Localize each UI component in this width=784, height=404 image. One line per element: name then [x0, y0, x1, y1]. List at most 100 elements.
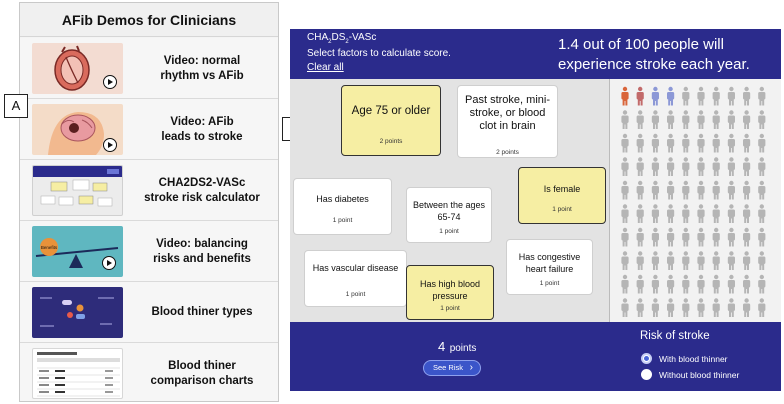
table-thumbnail: [32, 348, 123, 399]
score-display: 4 points: [438, 339, 477, 354]
person-icon: [697, 86, 705, 106]
person-icon: [682, 298, 690, 317]
person-icon: [758, 204, 766, 223]
person-icon: [727, 157, 735, 176]
clear-all-link[interactable]: Clear all: [307, 62, 344, 73]
person-icon: [743, 86, 751, 106]
person-icon: [651, 133, 659, 153]
risk-of-stroke-title: Risk of stroke: [640, 330, 710, 342]
person-icon: [727, 204, 735, 223]
person-icon: [697, 274, 705, 294]
play-icon[interactable]: [102, 256, 116, 270]
person-icon: [743, 180, 751, 200]
person-icon: [651, 180, 659, 200]
factor-diabetes[interactable]: Has diabetes 1 point: [293, 178, 392, 235]
person-icon: [758, 227, 766, 247]
calculator-screenshot-icon: [33, 166, 122, 207]
person-icon: [651, 110, 659, 129]
person-icon: [697, 157, 705, 176]
person-icon: [636, 157, 644, 176]
person-icon: [758, 251, 766, 270]
person-icon: [636, 133, 644, 153]
brain-icon: [48, 112, 104, 155]
person-icon: [636, 86, 644, 106]
person-icon: [636, 180, 644, 200]
person-icon: [727, 227, 735, 247]
person-icon: [727, 180, 735, 200]
play-icon[interactable]: [103, 75, 117, 89]
person-icon: [743, 227, 751, 247]
person-icon: [682, 180, 690, 200]
person-icon: [621, 251, 629, 270]
person-icon: [667, 110, 675, 129]
person-icon: [636, 274, 644, 294]
risk-headline: 1.4 out of 100 people will experience st…: [558, 36, 750, 73]
person-icon: [712, 133, 720, 153]
person-icon: [697, 204, 705, 223]
person-icon: [651, 227, 659, 247]
factor-heart-failure[interactable]: Has congestive heart failure 1 point: [506, 239, 593, 295]
person-icon: [758, 86, 766, 106]
factor-age-65-74[interactable]: Between the ages 65-74 1 point: [406, 187, 492, 243]
person-icon: [651, 204, 659, 223]
heart-thumbnail: [32, 43, 123, 94]
panel-b-calculator: CHA2DS2-VASc Select factors to calculate…: [290, 29, 781, 391]
person-icon: [667, 157, 675, 176]
person-icon: [743, 110, 751, 129]
person-icon: [651, 251, 659, 270]
play-icon[interactable]: [103, 138, 117, 152]
factor-vascular[interactable]: Has vascular disease 1 point: [304, 250, 407, 307]
factor-past-stroke[interactable]: Past stroke, mini-stroke, or blood clot …: [457, 85, 558, 158]
person-icon: [712, 86, 720, 106]
person-icon: [697, 133, 705, 153]
person-icon: [712, 157, 720, 176]
person-icon: [621, 274, 629, 294]
person-icon: [667, 204, 675, 223]
person-icon: [682, 227, 690, 247]
menu-item-thinner-types[interactable]: Blood thiner types: [20, 282, 278, 343]
person-icon: [621, 180, 629, 200]
person-icon: [651, 274, 659, 294]
people-grid-svg: [621, 86, 766, 317]
person-icon: [682, 251, 690, 270]
calculator-title: CHA2DS2-VASc: [307, 32, 377, 45]
radio-button[interactable]: [641, 353, 652, 364]
person-icon: [682, 274, 690, 294]
person-icon: [697, 251, 705, 270]
person-icon: [667, 274, 675, 294]
see-risk-button[interactable]: See Risk›: [423, 360, 481, 376]
person-icon: [743, 133, 751, 153]
person-icon: [712, 274, 720, 294]
person-icon: [697, 298, 705, 317]
person-icon: [727, 274, 735, 294]
person-icon: [667, 298, 675, 317]
factor-female[interactable]: Is female 1 point: [518, 167, 606, 224]
person-icon: [636, 110, 644, 129]
person-icon: [636, 298, 644, 317]
heart-icon: [54, 45, 90, 91]
radio-button[interactable]: [641, 369, 652, 380]
factor-blood-pressure[interactable]: Has high blood pressure 1 point: [406, 265, 494, 320]
calculator-instructions: Select factors to calculate score.: [307, 48, 451, 59]
factor-age-75[interactable]: Age 75 or older 2 points: [341, 85, 441, 156]
panel-a-title: AFib Demos for Clinicians: [20, 3, 278, 37]
person-icon: [621, 110, 629, 129]
person-icon: [727, 110, 735, 129]
person-icon: [621, 298, 629, 317]
person-icon: [667, 251, 675, 270]
person-icon: [651, 298, 659, 317]
person-icon: [727, 133, 735, 153]
person-icon: [758, 110, 766, 129]
menu-item-label: Blood thiner types: [151, 306, 253, 318]
person-icon: [743, 204, 751, 223]
person-icon: [758, 157, 766, 176]
